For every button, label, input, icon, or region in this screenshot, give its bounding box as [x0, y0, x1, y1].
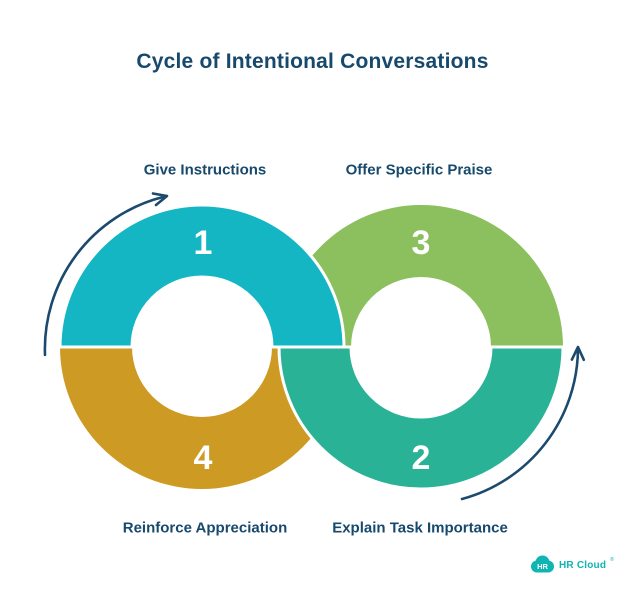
- step-number-3: 3: [411, 224, 431, 262]
- segment-3-offer-specific-praise: [279, 205, 563, 347]
- step-label-explain-task-importance: Explain Task Importance: [332, 519, 508, 537]
- step-number-1: 1: [193, 224, 213, 262]
- page-title: Cycle of Intentional Conversations: [136, 50, 489, 73]
- segment-1-give-instructions: [58, 203, 346, 349]
- cloud-icon: HR: [531, 555, 554, 573]
- step-label-give-instructions: Give Instructions: [143, 161, 267, 179]
- step-label-reinforce-appreciation: Reinforce Appreciation: [122, 519, 288, 537]
- trademark-mark: ®: [610, 557, 614, 563]
- segment-4-reinforce-appreciation: [60, 347, 344, 489]
- step-number-4: 4: [193, 439, 213, 477]
- hr-cloud-logo: HR HR Cloud ®: [529, 555, 614, 575]
- curved-arrow-up-left-icon: [43, 192, 169, 357]
- logo-badge-text: HR: [537, 562, 548, 571]
- logo-name: HR Cloud: [559, 559, 607, 571]
- curved-arrow-up-right-icon: [460, 345, 586, 501]
- step-number-2: 2: [411, 439, 431, 477]
- segment-2-explain-task-importance: [277, 345, 565, 491]
- step-label-offer-specific-praise: Offer Specific Praise: [345, 161, 493, 179]
